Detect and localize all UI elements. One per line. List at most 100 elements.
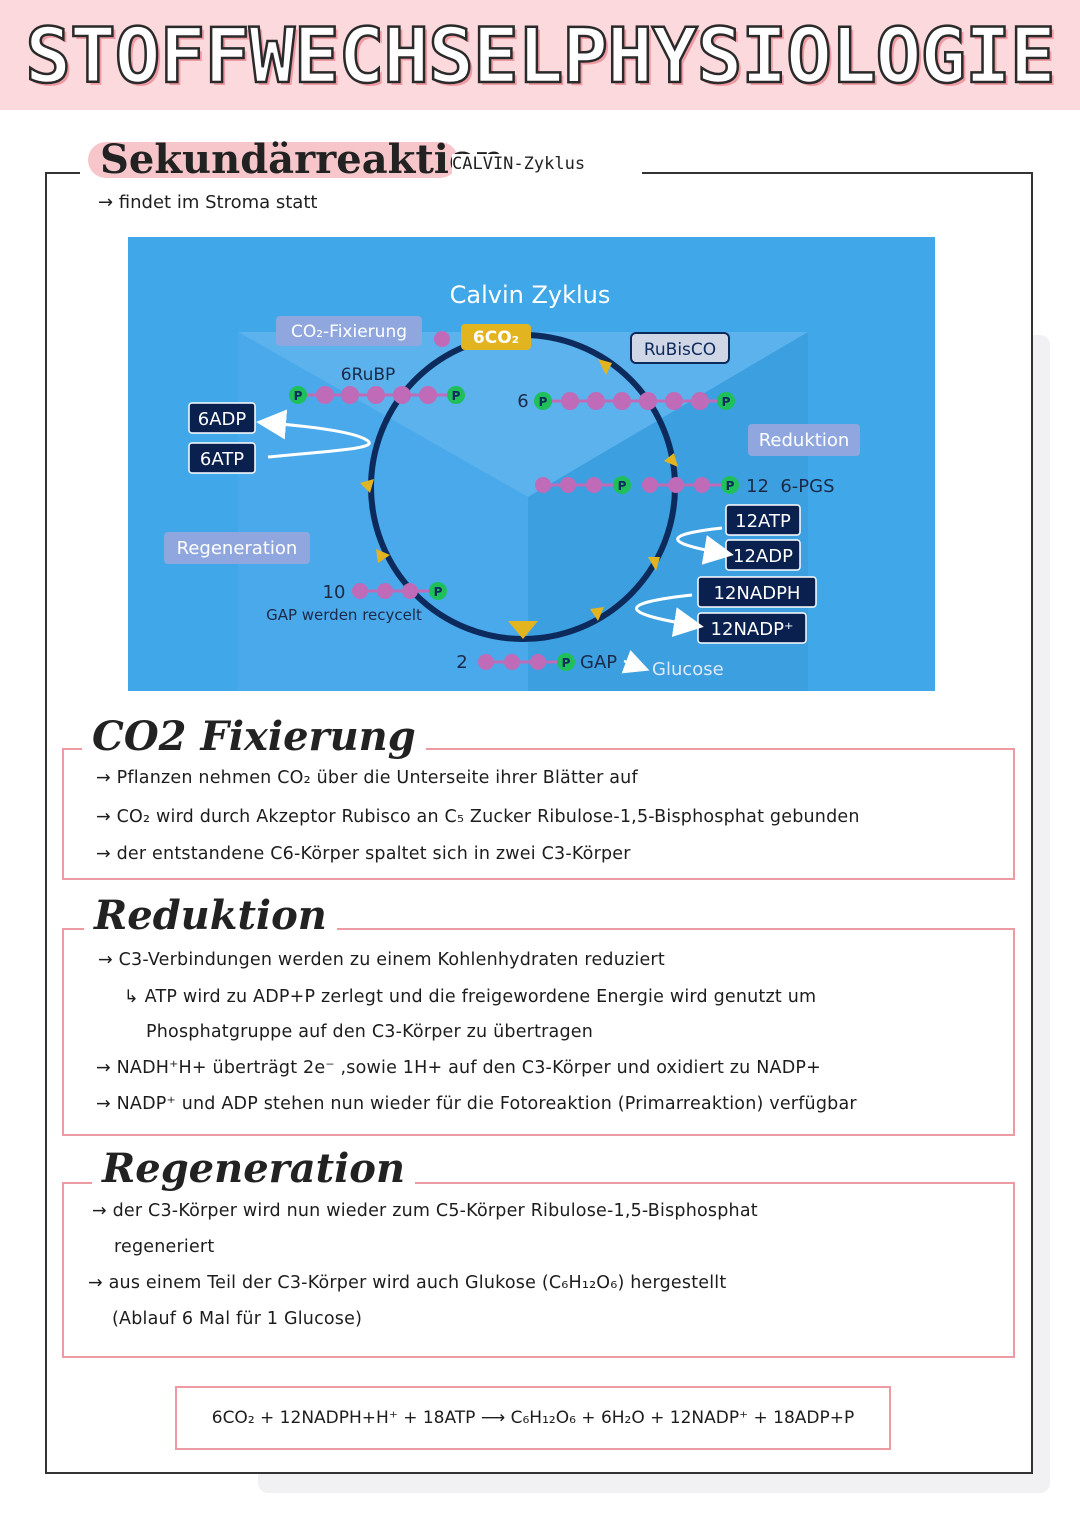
nadph12-label: 12NADPH [714,583,801,604]
atp6-label: 6ATP [200,449,244,470]
phosphate [557,653,575,671]
phosphate [721,476,739,494]
reduktion-title: Reduktion [84,891,337,941]
cycle-arrow [664,453,678,467]
ten-label: 10 [323,582,346,603]
phosphate-label: P [294,389,303,403]
carbon [316,386,334,404]
calvin-cycle-diagram: Calvin Zyklus CO₂-Fixierung 6CO₂ RuBisCO… [128,237,935,691]
stroma-note: → findet im Stroma statt [98,192,318,213]
co2-label: 6CO₂ [473,328,519,348]
pgs-label: 12 6-PGS [746,476,835,497]
cycle-arrow [508,621,538,639]
cycle-arrow [360,479,374,493]
rubisco-label: RuBisCO [644,340,716,360]
carbon [587,392,605,410]
carbon [377,583,393,599]
phosphate [717,392,735,410]
phosphate [447,386,465,404]
co2-box [461,324,531,350]
carbon [613,392,631,410]
cycle-arrow [376,549,390,563]
carbon [352,583,368,599]
phosphate [534,392,552,410]
regeneration-line: (Ablauf 6 Mal für 1 Glucose) [112,1309,363,1329]
reduktion-line: → C3-Verbindungen werden zu einem Kohlen… [98,950,665,970]
carbon [504,654,520,670]
cycle-arrow [598,359,612,375]
cycle-arrow [590,607,604,621]
regeneration-title: Regeneration [92,1144,416,1194]
carbon [642,477,658,493]
heading-highlight [88,142,458,178]
phosphate-label: P [726,479,735,493]
carbon [586,477,602,493]
atp6-box [188,442,256,474]
carbon [665,392,683,410]
nadph12-box [697,576,817,608]
carbon [393,386,411,404]
gap-recycled-label: GAP werden recycelt [266,606,422,624]
atp12-box [725,504,801,536]
carbon [367,386,385,404]
rubp-label: 6RuBP [341,365,396,385]
reduktion-line: ↳ ATP wird zu ADP+P zerlegt und die frei… [124,987,817,1007]
phosphate-label: P [562,656,571,670]
phosphate-label: P [618,479,627,493]
main-heading: Sekundärreaktion [100,136,505,183]
reduktion-box [62,928,1015,1136]
carbon [402,583,418,599]
carbon [691,392,709,410]
phosphate-label: P [452,389,461,403]
carbon [639,392,657,410]
calvin-cycle-svg: Calvin Zyklus CO₂-Fixierung 6CO₂ RuBisCO… [164,281,860,691]
co2-dot [434,331,450,347]
regeneration-line: → der C3-Körper wird nun wieder zum C5-K… [92,1201,758,1221]
gap-chain: P [478,653,575,671]
fixierung-box [62,748,1015,880]
carbon [535,477,551,493]
main-subheading: CALVIN-Zyklus [452,154,598,174]
diagram-title: Calvin Zyklus [450,281,611,309]
panel-left [238,332,528,691]
formula-box: 6CO₂ + 12NADPH+H⁺ + 18ATP ⟶ C₆H₁₂O₆ + 6H… [175,1386,891,1450]
nadph-arrow [635,593,704,637]
rubisco-box [630,332,730,364]
reduktion-line: → NADH⁺H+ überträgt 2e⁻ ,sowie 1H+ auf d… [96,1058,821,1078]
atp-adp-arrow [256,409,371,459]
atp12-arrow [676,526,734,565]
reduktion-box [748,424,860,456]
reduktion-line: → NADP⁺ und ADP stehen nun wieder für di… [96,1094,857,1114]
carbon [561,392,579,410]
carbon [694,477,710,493]
summary-formula: 6CO₂ + 12NADPH+H⁺ + 18ATP ⟶ C₆H₁₂O₆ + 6H… [211,1408,855,1428]
two-label: 2 [456,652,467,673]
phosphate-label: P [434,585,443,599]
phosphate-label: P [722,395,731,409]
carbon [478,654,494,670]
adp12-label: 12ADP [733,546,793,567]
panel-top [238,332,808,497]
carbon [560,477,576,493]
carbon [530,654,546,670]
title-banner: STOFFWECHSELPHYSIOLOGIE [0,0,1080,110]
reduktion-line: Phosphatgruppe auf den C3-Körper zu über… [146,1022,594,1042]
phosphate [429,582,447,600]
regeneration-label: Regeneration [177,538,298,559]
adp6-label: 6ADP [198,409,247,430]
six-label: 6 [517,391,528,412]
phosphate [289,386,307,404]
adp6-box [188,402,256,434]
nadp12-label: 12NADP⁺ [711,619,794,640]
fixierung-line: → Pflanzen nehmen CO₂ über die Unterseit… [96,768,638,788]
fixierung-line: → CO₂ wird durch Akzeptor Rubisco an C₅ … [96,807,860,827]
cycle-arrows [360,359,678,639]
gap-label: GAP [580,652,617,673]
page-title: STOFFWECHSELPHYSIOLOGIE [24,10,1057,102]
carbon [419,386,437,404]
fixierung-title: CO2 Fixierung [82,712,426,762]
carbon [341,386,359,404]
reduktion-label: Reduktion [759,430,850,451]
